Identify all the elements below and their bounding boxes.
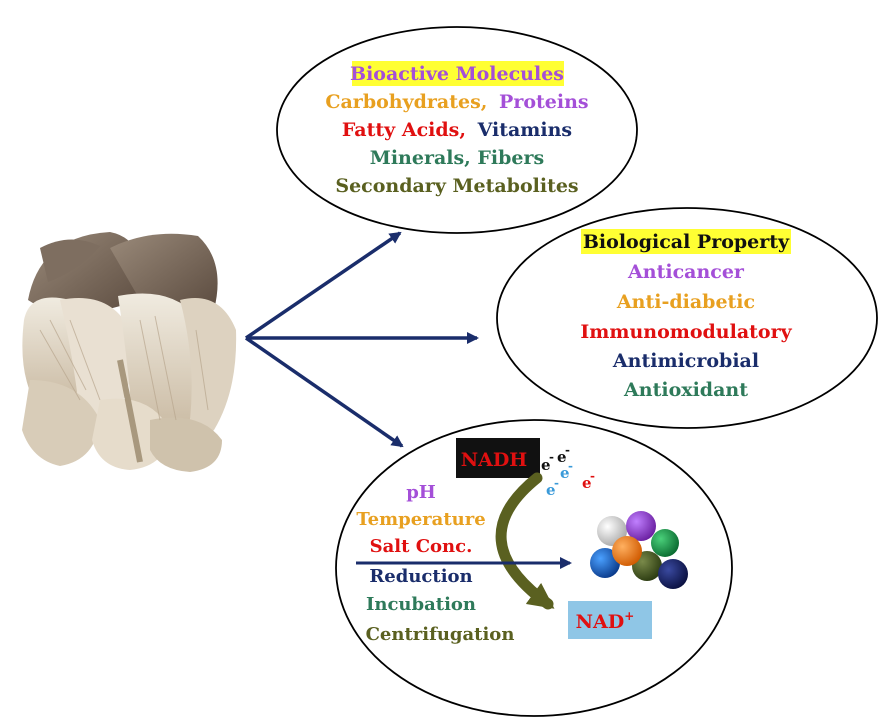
electrons: e - e - e - e - e - xyxy=(541,443,595,499)
bioactive-molecules-ellipse: Bioactive Molecules Carbohydrates, Prote… xyxy=(276,26,638,234)
param-ph: pH xyxy=(406,482,436,503)
molecules-vitamins: Vitamins xyxy=(477,119,573,141)
property-antimicrobial: Antimicrobial xyxy=(612,350,759,372)
molecules-secondary-metabolites: Secondary Metabolites xyxy=(335,175,578,197)
electron-5-charge: - xyxy=(590,469,595,483)
molecules-title: Bioactive Molecules xyxy=(350,63,564,85)
property-title-highlight xyxy=(581,229,791,254)
electron-1: e xyxy=(541,456,551,474)
electron-2-charge: - xyxy=(565,443,570,457)
electron-5: e xyxy=(582,474,592,492)
biological-property-ellipse: Biological Property Anticancer Anti-diab… xyxy=(496,207,878,429)
electron-3: e xyxy=(560,464,570,482)
oyster-mushroom-icon xyxy=(14,228,240,472)
nanoparticles-icon xyxy=(590,511,688,589)
nad-label: NAD xyxy=(576,611,625,633)
electron-3-charge: - xyxy=(568,459,573,473)
param-centrifugation: Centrifugation xyxy=(366,624,515,645)
branch-arrows xyxy=(245,231,479,448)
nad-box xyxy=(568,601,652,639)
param-reduction: Reduction xyxy=(369,566,472,587)
molecules-minerals-fibers: Minerals, Fibers xyxy=(370,147,544,169)
param-salt-conc: Salt Conc. xyxy=(370,536,473,557)
molecules-fatty-acids: Fatty Acids, xyxy=(342,119,466,141)
param-temperature: Temperature xyxy=(356,509,485,530)
electron-4: e xyxy=(546,481,556,499)
svg-text:Carbohydrates, Proteins: Carbohydrates, Proteins xyxy=(325,91,588,113)
property-anti-diabetic: Anti-diabetic xyxy=(616,291,755,313)
svg-text:Fatty Acids, Vitamins: Fatty Acids, Vitamins xyxy=(342,119,572,141)
param-incubation: Incubation xyxy=(366,594,476,615)
property-immunomodulatory: Immunomodulatory xyxy=(580,321,792,343)
property-anticancer: Anticancer xyxy=(627,261,745,283)
nadh-box xyxy=(456,438,540,478)
electron-1-charge: - xyxy=(549,450,554,464)
svg-text:NAD+: NAD+ xyxy=(576,609,635,633)
molecules-carbohydrates: Carbohydrates, xyxy=(325,91,487,113)
property-antioxidant: Antioxidant xyxy=(623,379,748,401)
synthesis-ellipse: NADH e - e - e - e - e - pH Temperature … xyxy=(335,419,733,717)
property-title: Biological Property xyxy=(583,231,790,253)
nadh-label: NADH xyxy=(461,449,528,471)
nad-charge: + xyxy=(624,609,634,623)
molecules-title-highlight xyxy=(352,61,564,86)
electron-2: e xyxy=(557,448,567,466)
electron-4-charge: - xyxy=(554,476,559,490)
molecules-proteins: Proteins xyxy=(499,91,589,113)
nadh-to-nad-arrow xyxy=(495,472,555,610)
